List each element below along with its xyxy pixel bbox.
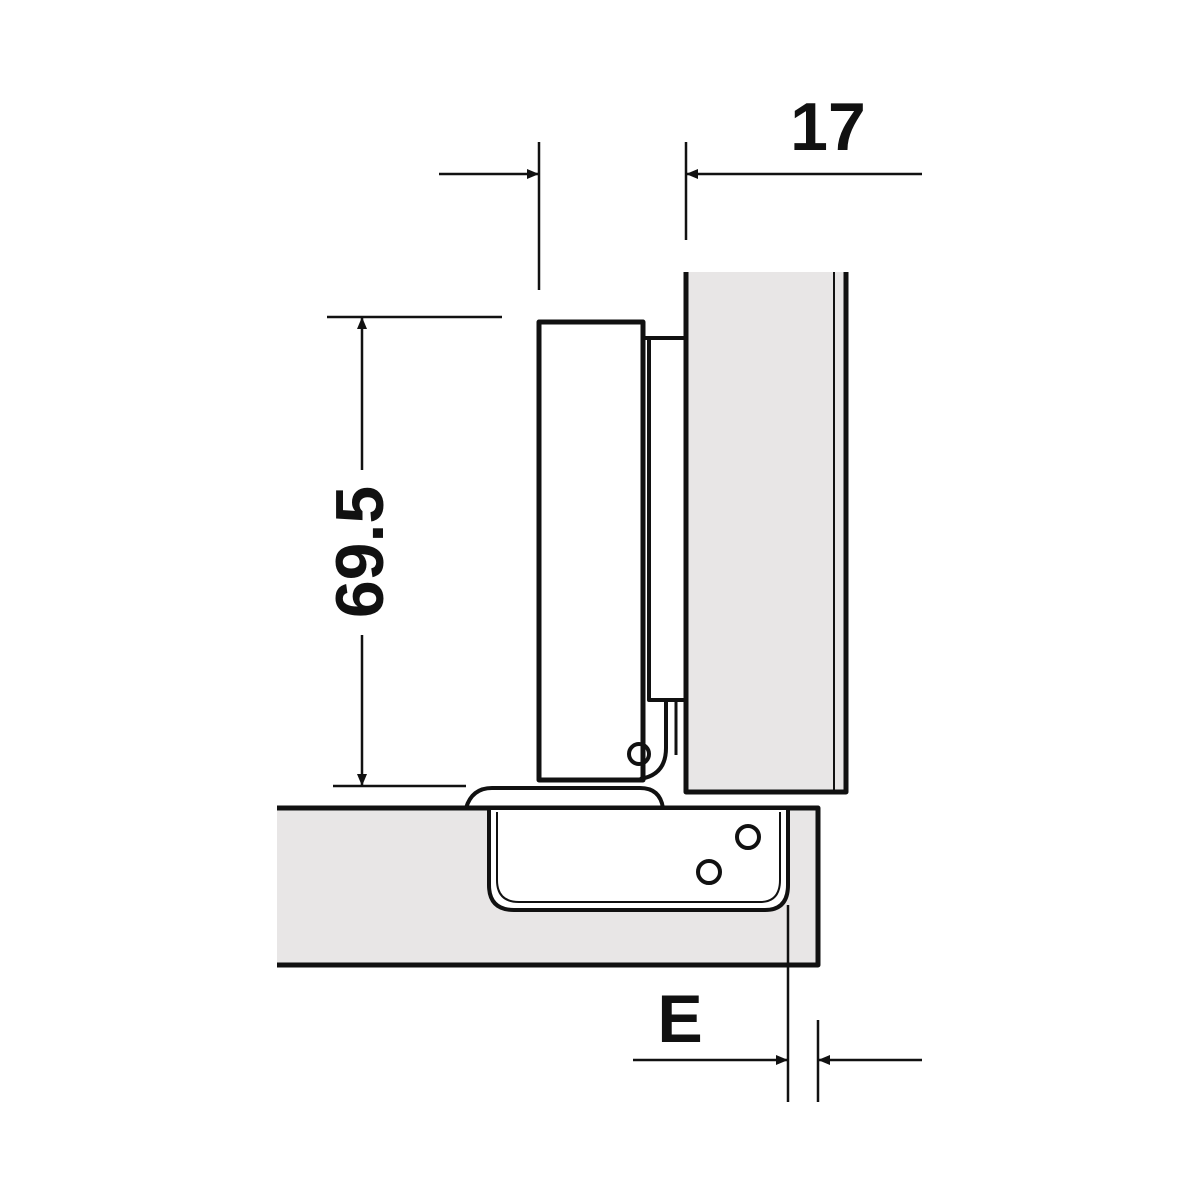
dimension-width-17: 17 <box>439 89 922 290</box>
hinge-pivot-icon <box>627 742 651 766</box>
dimension-offset-e: E <box>633 905 922 1102</box>
screw-hole-icon <box>735 824 761 850</box>
dimension-label-e: E <box>657 981 702 1057</box>
cabinet-side-panel <box>683 272 849 795</box>
hinge-cup <box>487 810 790 912</box>
dimension-height-69-5: 69.5 <box>322 315 502 788</box>
dimension-label-17: 17 <box>790 89 866 165</box>
screw-hole-icon <box>696 859 722 885</box>
hinge-flange <box>464 786 665 809</box>
dimension-label-69-5: 69.5 <box>322 486 398 618</box>
hinge-arm <box>536 319 686 783</box>
